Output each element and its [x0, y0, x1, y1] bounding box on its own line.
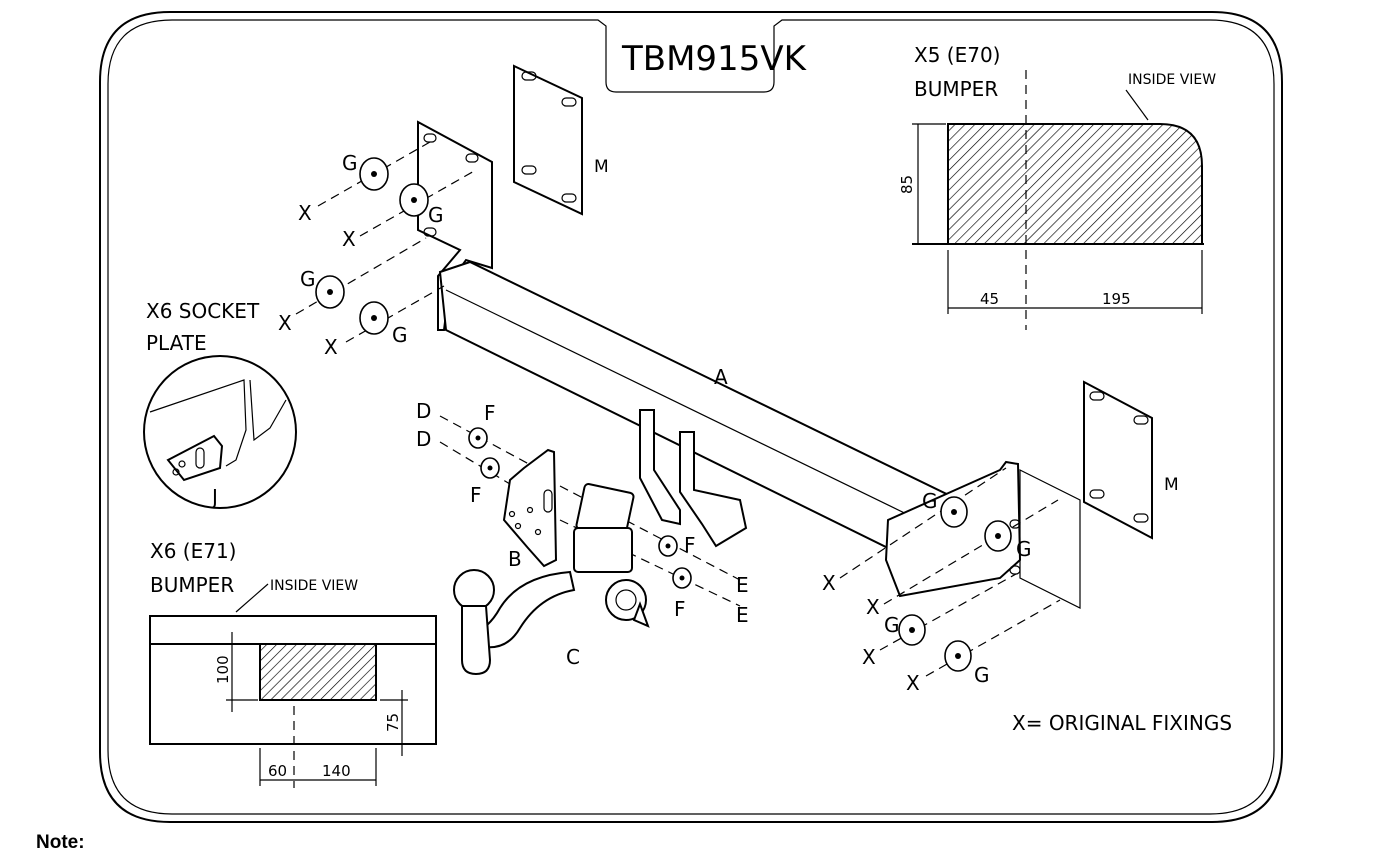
svg-text:G: G: [342, 151, 358, 175]
svg-text:G: G: [428, 203, 444, 227]
svg-text:X: X: [862, 645, 876, 669]
label-c: C: [566, 645, 580, 669]
x6-dim-height: 100: [214, 655, 232, 684]
svg-text:F: F: [484, 401, 496, 425]
x5-inside-view: INSIDE VIEW: [1128, 72, 1216, 88]
svg-text:D: D: [416, 427, 431, 451]
svg-text:E: E: [736, 603, 749, 627]
washers-f: [468, 427, 692, 589]
labels-centre: D F D F B F E F E: [416, 399, 749, 627]
mounting-plate-top: [513, 64, 583, 216]
x5-dim-left: 45: [980, 290, 999, 308]
svg-text:G: G: [922, 489, 938, 513]
drawing-title: TBM915VK: [621, 39, 808, 79]
svg-text:B: B: [508, 547, 522, 571]
socket-plate-b: [502, 448, 558, 568]
mounting-plate-right: [1083, 380, 1153, 540]
svg-text:G: G: [974, 663, 990, 687]
x6-cutout-area: [259, 643, 377, 701]
svg-text:E: E: [736, 573, 749, 597]
x5-title-line2: BUMPER: [914, 77, 998, 101]
x5-dimensions: [912, 123, 1203, 314]
svg-text:G: G: [392, 323, 408, 347]
svg-text:X: X: [298, 201, 312, 225]
x6-dim-small: 75: [384, 713, 402, 732]
left-side-bracket: [417, 120, 493, 331]
x5-title-line1: X5 (E70): [914, 43, 1000, 67]
x6-dimensions: [226, 632, 408, 788]
svg-text:X: X: [822, 571, 836, 595]
plate-outline-left: [1019, 469, 1081, 609]
svg-text:F: F: [684, 533, 696, 557]
fixing-lines-right: [839, 467, 1061, 677]
x6-title-line1: X6 (E71): [150, 539, 236, 563]
labels-right: G G X X G X G X: [822, 489, 1032, 695]
svg-text:G: G: [1016, 537, 1032, 561]
label-m-top: M: [594, 157, 609, 177]
label-m-right: M: [1164, 475, 1179, 495]
x5-cutout-area: [947, 123, 1203, 245]
svg-text:X: X: [324, 335, 338, 359]
x5-dim-right: 195: [1102, 290, 1131, 308]
x6-inside-view: INSIDE VIEW: [270, 578, 358, 594]
svg-text:D: D: [416, 399, 431, 423]
drawing-frame: [99, 11, 1283, 823]
label-j: J: [210, 485, 218, 509]
legend-original-fixings: X= ORIGINAL FIXINGS: [1012, 711, 1232, 735]
note-heading: Note:: [36, 832, 85, 853]
centre-brackets: [639, 409, 748, 548]
svg-text:X: X: [866, 595, 880, 619]
svg-text:G: G: [300, 267, 316, 291]
labels-left: G X G X G X G X: [278, 151, 444, 359]
x6-socket-plate-circle: [143, 355, 297, 509]
svg-text:X: X: [278, 311, 292, 335]
washers-left: [315, 157, 429, 335]
towball-neck-c: [453, 483, 650, 676]
x6-socket-line1: X6 SOCKET: [146, 299, 260, 323]
washers-right: [898, 496, 1012, 672]
x5-dim-height: 85: [898, 175, 916, 194]
x6-dim-left: 60: [268, 762, 287, 780]
svg-text:X: X: [342, 227, 356, 251]
x6-dim-right: 140: [322, 762, 351, 780]
svg-text:F: F: [470, 483, 482, 507]
svg-text:F: F: [674, 597, 686, 621]
svg-text:G: G: [884, 613, 900, 637]
x6-title-line2: BUMPER: [150, 573, 234, 597]
svg-text:X: X: [906, 671, 920, 695]
label-a: A: [714, 365, 728, 389]
x6-socket-line2: PLATE: [146, 331, 207, 355]
